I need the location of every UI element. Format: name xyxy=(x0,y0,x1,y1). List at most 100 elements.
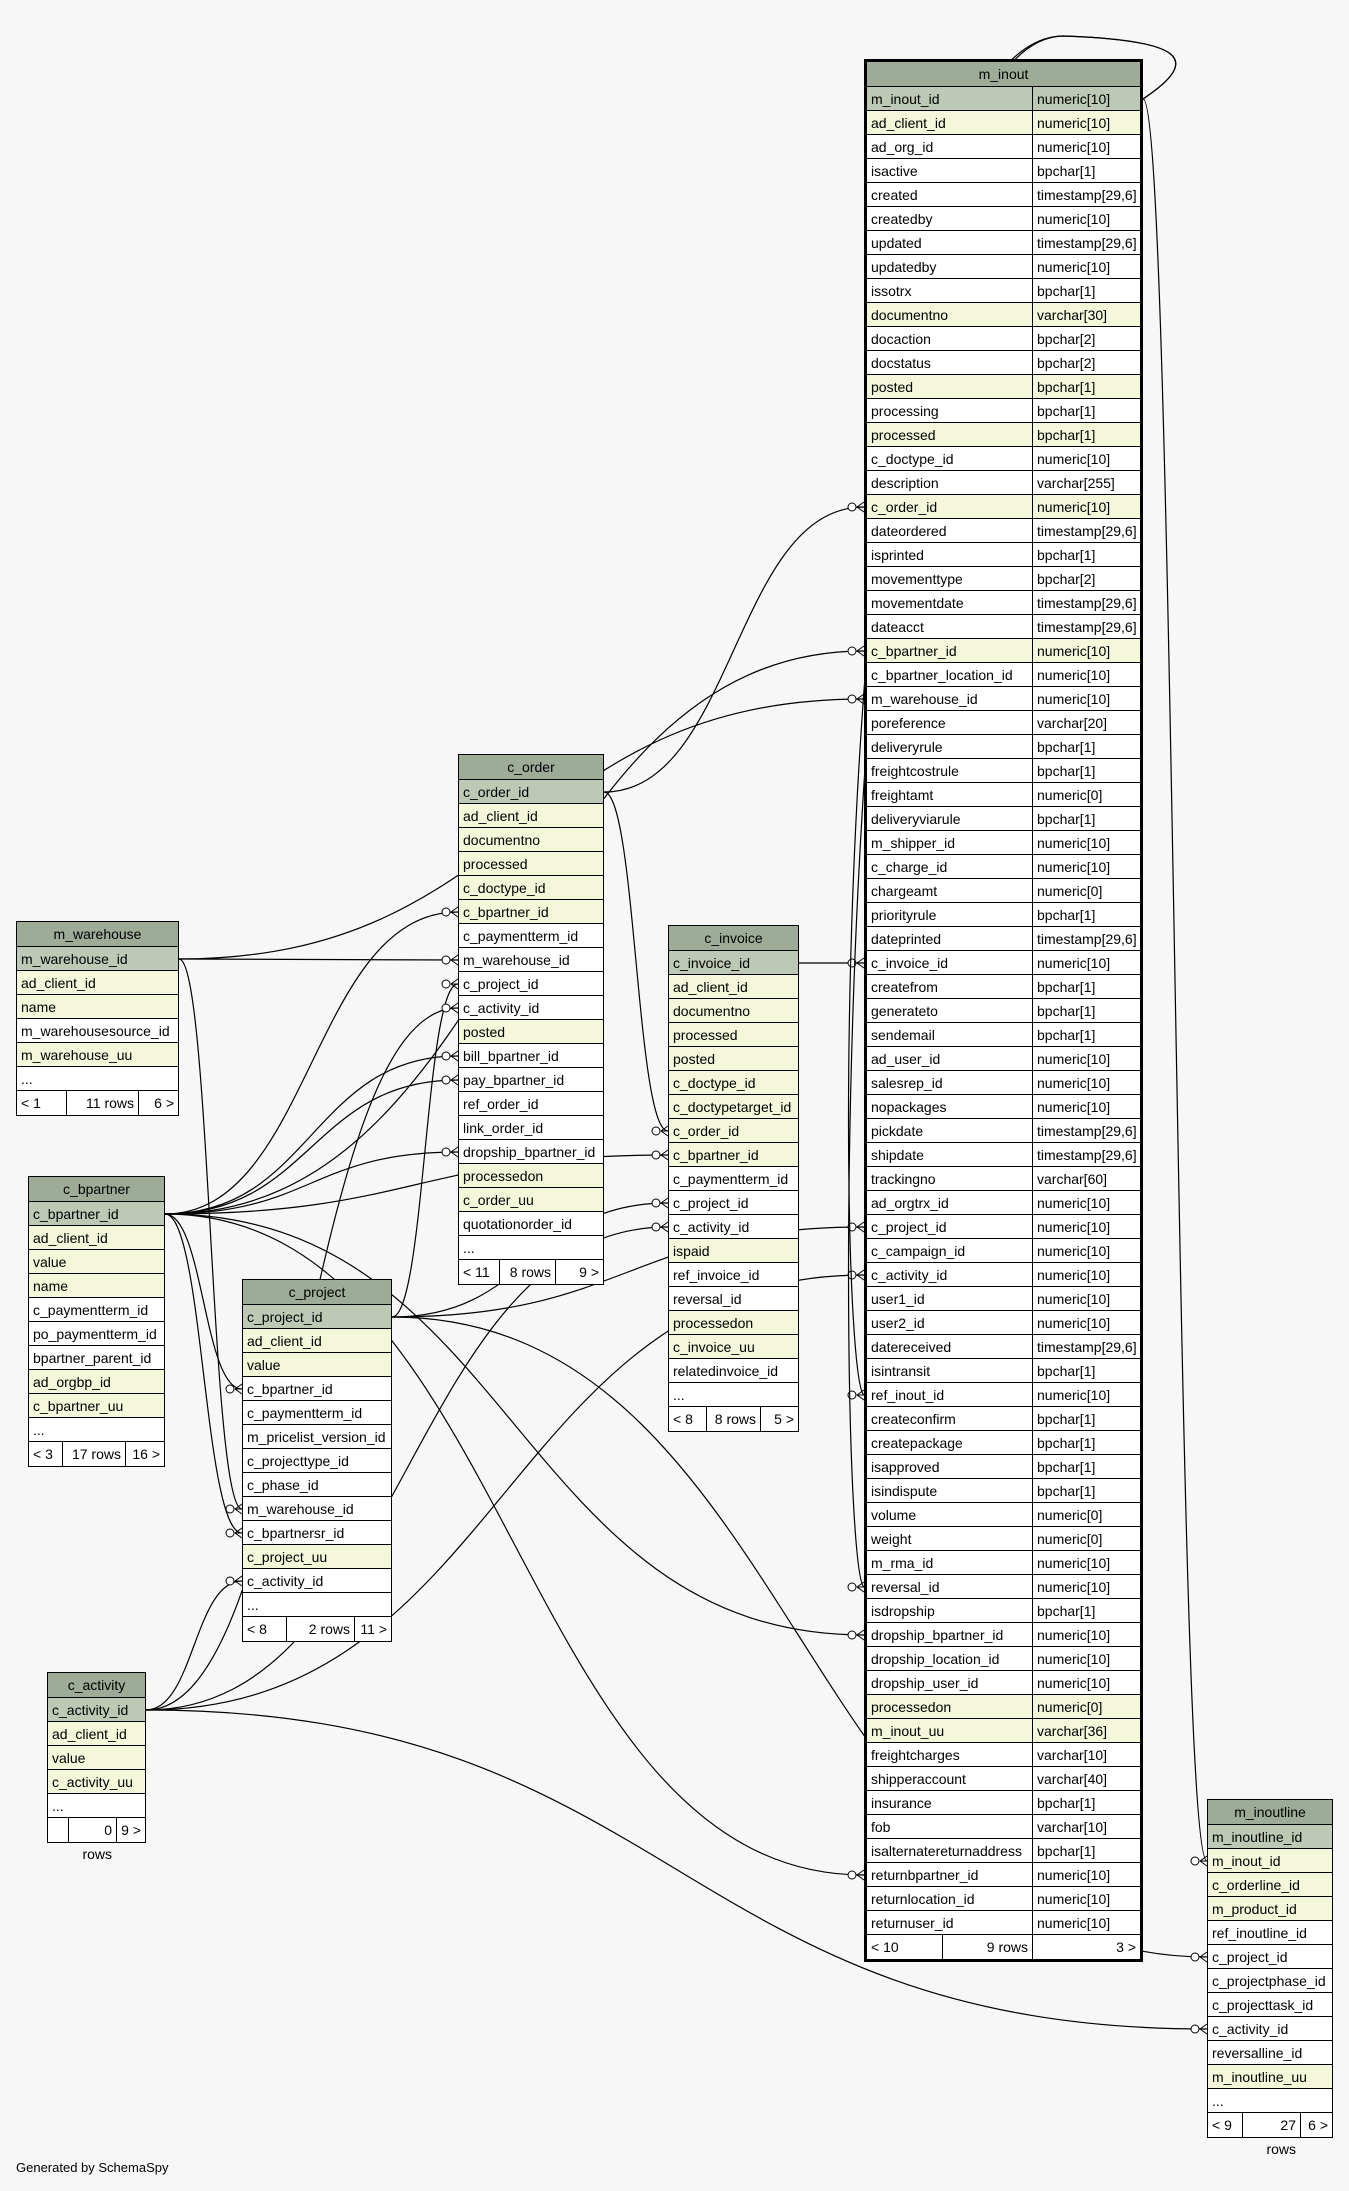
column-row[interactable]: processedon xyxy=(669,1311,798,1335)
column-row[interactable]: c_bpartner_id xyxy=(29,1202,164,1226)
column-row[interactable]: ref_invoice_id xyxy=(669,1263,798,1287)
column-row[interactable]: c_projecttype_id xyxy=(243,1449,391,1473)
column-row[interactable]: c_doctypetarget_id xyxy=(669,1095,798,1119)
column-row[interactable]: c_activity_uu xyxy=(48,1770,145,1794)
column-row[interactable]: c_project_id xyxy=(1208,1945,1332,1969)
column-row[interactable]: ref_inoutline_id xyxy=(1208,1921,1332,1945)
column-row[interactable]: ad_orgbp_id xyxy=(29,1370,164,1394)
column-row[interactable]: po_paymentterm_id xyxy=(29,1322,164,1346)
column-row[interactable]: c_projectphase_id xyxy=(1208,1969,1332,1993)
column-row[interactable]: value xyxy=(29,1250,164,1274)
column-row[interactable]: c_order_uu xyxy=(459,1188,603,1212)
column-row[interactable]: ad_client_id xyxy=(29,1226,164,1250)
column-row[interactable]: processed xyxy=(459,852,603,876)
column-row[interactable]: c_bpartner_id xyxy=(459,900,603,924)
column-row[interactable]: m_inout_id xyxy=(1208,1849,1332,1873)
column-row[interactable]: c_paymentterm_id xyxy=(669,1167,798,1191)
column-row[interactable]: c_activity_id xyxy=(48,1698,145,1722)
column-row[interactable]: m_warehouse_id xyxy=(243,1497,391,1521)
column-row[interactable]: c_invoice_uu xyxy=(669,1335,798,1359)
column-row[interactable]: posted xyxy=(669,1047,798,1071)
column-row[interactable]: ad_client_id xyxy=(243,1329,391,1353)
column-row[interactable]: ad_client_id xyxy=(459,804,603,828)
column-row[interactable]: m_warehouse_id xyxy=(17,947,178,971)
column-row[interactable]: c_project_uu xyxy=(243,1545,391,1569)
column-row[interactable]: c_order_id xyxy=(459,780,603,804)
more-columns[interactable]: ... xyxy=(669,1383,798,1407)
column-row[interactable]: c_phase_id xyxy=(243,1473,391,1497)
column-row[interactable]: c_invoice_id xyxy=(669,951,798,975)
column-row[interactable]: c_bpartner_id xyxy=(669,1143,798,1167)
column-row[interactable]: m_product_id xyxy=(1208,1897,1332,1921)
column-row[interactable]: c_bpartner_uu xyxy=(29,1394,164,1418)
column-row[interactable]: c_orderline_id xyxy=(1208,1873,1332,1897)
column-row[interactable]: reversal_id xyxy=(669,1287,798,1311)
column-row[interactable]: c_bpartner_id xyxy=(243,1377,391,1401)
more-columns[interactable]: ... xyxy=(17,1067,178,1091)
column-row[interactable]: value xyxy=(48,1746,145,1770)
column-row[interactable]: name xyxy=(17,995,178,1019)
column-row[interactable]: ad_client_id xyxy=(48,1722,145,1746)
column-row[interactable]: c_doctype_id xyxy=(459,876,603,900)
more-columns[interactable]: ... xyxy=(459,1236,603,1260)
column-row[interactable]: c_paymentterm_id xyxy=(459,924,603,948)
column-row[interactable]: m_pricelist_version_id xyxy=(243,1425,391,1449)
column-row[interactable]: ref_order_id xyxy=(459,1092,603,1116)
column-row[interactable]: documentno xyxy=(669,999,798,1023)
column-row[interactable]: c_activity_id xyxy=(669,1215,798,1239)
column-row[interactable]: documentno xyxy=(459,828,603,852)
column-row[interactable]: ad_client_id xyxy=(17,971,178,995)
column-row[interactable]: m_warehouse_id xyxy=(459,948,603,972)
column-row[interactable]: bill_bpartner_id xyxy=(459,1044,603,1068)
more-columns[interactable]: ... xyxy=(243,1593,391,1617)
